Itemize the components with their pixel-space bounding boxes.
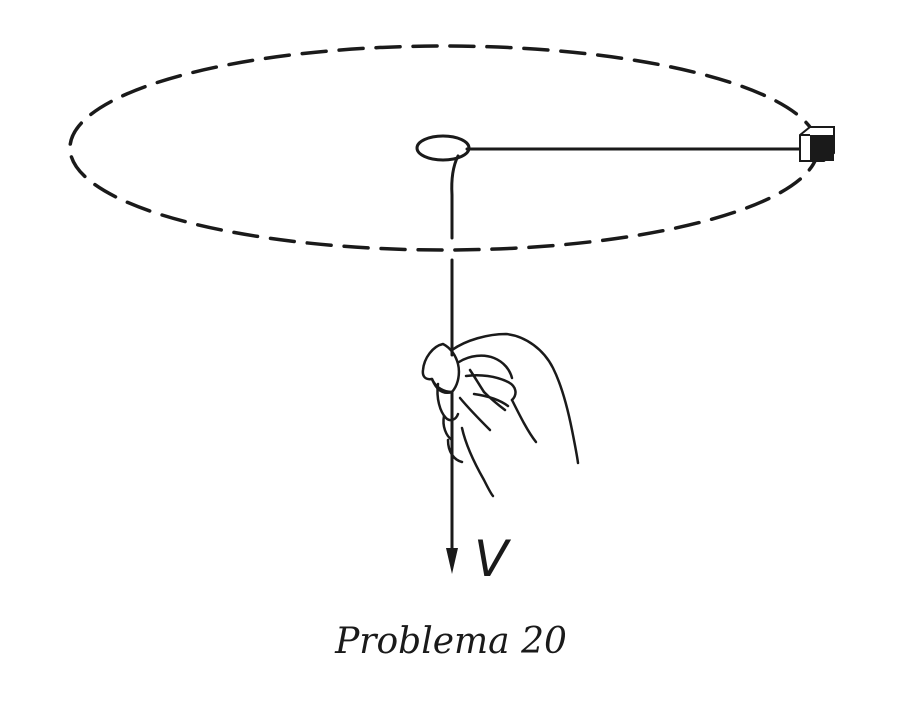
- hand: [421, 332, 580, 498]
- hole: [415, 134, 471, 162]
- velocity-label: V: [474, 530, 512, 588]
- block: [799, 126, 835, 162]
- vertical-string: [450, 154, 460, 240]
- velocity-arrowhead: [446, 548, 458, 574]
- figure-caption: Problema 20: [335, 621, 567, 662]
